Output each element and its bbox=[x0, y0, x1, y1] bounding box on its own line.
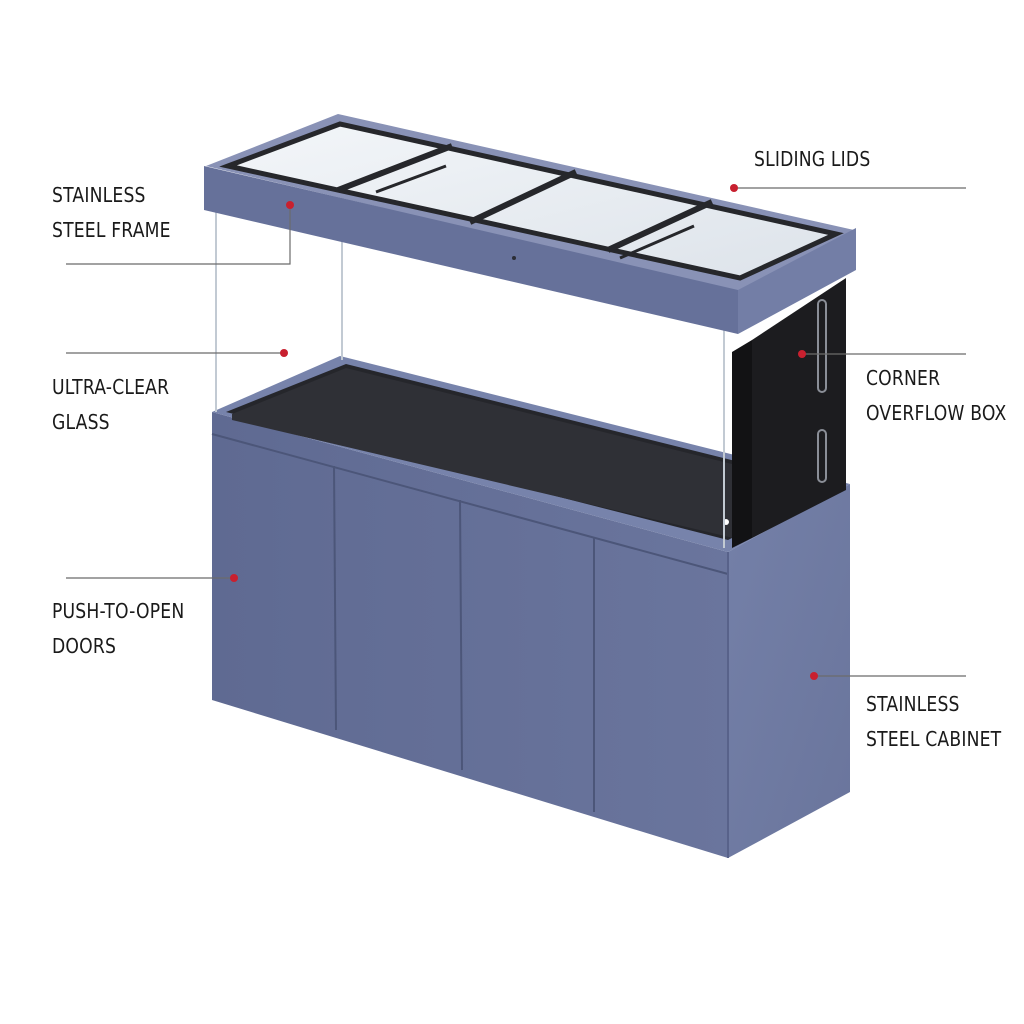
callout-corner-overflow-box-line-1: CORNER bbox=[866, 366, 941, 390]
leader-push-to-open-doors bbox=[66, 574, 238, 582]
callout-corner-overflow-box-line-2: OVERFLOW BOX bbox=[866, 401, 1007, 425]
lid-divider-3 bbox=[606, 199, 714, 253]
cabinet-side bbox=[728, 484, 850, 858]
lid-dividers bbox=[336, 143, 714, 253]
cabinet-front bbox=[212, 412, 728, 858]
callout-ultra-clear-glass-line-1: ULTRA-CLEAR bbox=[52, 375, 170, 399]
overflow-shadow bbox=[732, 340, 752, 548]
callout-stainless-steel-cabinet: STAINLESS STEEL CABINET bbox=[866, 687, 1001, 757]
callout-sliding-lids: SLIDING LIDS bbox=[754, 142, 870, 177]
overflow-slot-upper bbox=[817, 299, 827, 393]
callout-stainless-steel-frame-line-1: STAINLESS bbox=[52, 183, 146, 207]
lid-handles bbox=[375, 164, 695, 260]
callout-stainless-steel-frame: STAINLESS STEEL FRAME bbox=[52, 178, 171, 248]
leader-corner-overflow-box bbox=[798, 350, 966, 358]
lid-divider-1 bbox=[336, 143, 454, 193]
leader-stainless-steel-cabinet-dot bbox=[810, 672, 818, 680]
door-seam-1 bbox=[333, 465, 337, 731]
callout-push-to-open-doors: PUSH-TO-OPEN DOORS bbox=[52, 594, 184, 664]
callout-sliding-lids-line-1: SLIDING LIDS bbox=[754, 147, 871, 171]
corner-overflow-box bbox=[723, 278, 846, 548]
leader-stainless-steel-cabinet bbox=[810, 672, 966, 680]
callout-leaders bbox=[66, 184, 966, 680]
callout-corner-overflow-box: CORNER OVERFLOW BOX bbox=[866, 361, 1006, 431]
callout-ultra-clear-glass-line-2: GLASS bbox=[52, 410, 110, 434]
overflow-slot-lower bbox=[817, 429, 827, 483]
leader-sliding-lids bbox=[730, 184, 966, 192]
callout-push-to-open-doors-line-1: PUSH-TO-OPEN bbox=[52, 599, 185, 623]
door-seams bbox=[211, 433, 729, 812]
lid-divider-2 bbox=[468, 169, 578, 225]
frame-side-face bbox=[738, 228, 856, 334]
callout-stainless-steel-frame-line-2: STEEL FRAME bbox=[52, 218, 171, 242]
callout-ultra-clear-glass: ULTRA-CLEAR GLASS bbox=[52, 370, 169, 440]
leader-push-to-open-doors-dot bbox=[230, 574, 238, 582]
lid-handle-1 bbox=[375, 164, 447, 194]
lid-glass-area bbox=[219, 121, 844, 281]
overflow-front bbox=[752, 278, 846, 538]
leader-ultra-clear-glass-dot bbox=[280, 349, 288, 357]
substrate-floor bbox=[232, 368, 756, 540]
leader-stainless-steel-frame-line bbox=[66, 206, 291, 265]
frame-sensor-dot bbox=[512, 256, 516, 260]
door-seam-top bbox=[211, 433, 729, 575]
lid-handle-2 bbox=[619, 224, 695, 260]
cabinet bbox=[211, 356, 850, 858]
top-frame bbox=[204, 114, 856, 334]
callout-push-to-open-doors-line-2: DOORS bbox=[52, 634, 117, 658]
leader-sliding-lids-dot bbox=[730, 184, 738, 192]
leader-stainless-steel-frame bbox=[66, 201, 294, 265]
leader-stainless-steel-frame-dot bbox=[286, 201, 294, 209]
callout-stainless-steel-cabinet-line-2: STEEL CABINET bbox=[866, 727, 1002, 751]
leader-ultra-clear-glass bbox=[66, 349, 288, 357]
callout-stainless-steel-cabinet-line-1: STAINLESS bbox=[866, 692, 960, 716]
leader-corner-overflow-box-dot bbox=[798, 350, 806, 358]
door-seam-2 bbox=[459, 499, 463, 771]
frame-front-face bbox=[204, 166, 738, 334]
